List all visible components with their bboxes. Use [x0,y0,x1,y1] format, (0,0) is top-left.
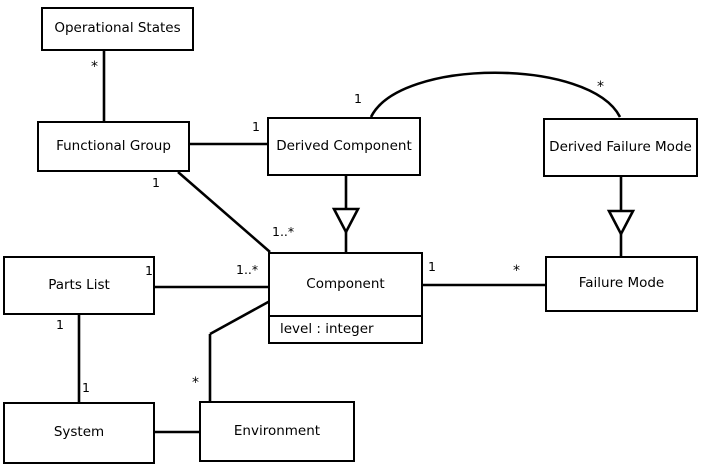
class-name-functional-group: Functional Group [56,137,171,154]
edge-derivedcomponent-derivedfailuremode-arc [369,71,622,118]
multiplicity-functionalgroup-derivedcomponent-one: 1 [252,119,260,134]
name-compartment: Derived Failure Mode [545,120,696,175]
class-name-environment: Environment [233,422,321,439]
multiplicity-component-failuremode-star: * [513,263,520,279]
edge-environment-component-diagonal [209,299,271,336]
name-compartment: Environment [201,403,353,460]
multiplicity-partslist-component-onestar: 1..* [236,262,259,277]
class-name-system: System [53,424,105,441]
class-box-derived-component[interactable]: Derived Component [267,117,421,176]
class-name-parts-list: Parts List [48,276,110,293]
class-box-functional-group[interactable]: Functional Group [37,121,190,172]
multiplicity-component-failuremode-one: 1 [428,259,436,274]
multiplicity-functionalgroup-diagonal-one: 1 [152,175,160,190]
class-name-failure-mode: Failure Mode [578,275,665,292]
name-compartment: Component [270,254,421,315]
name-compartment: Failure Mode [547,258,696,310]
class-name-component: Component [306,275,385,292]
class-name-operational-states: Operational States [54,20,181,37]
multiplicity-arc-derivedfailuremode-star: * [597,79,604,95]
class-box-parts-list[interactable]: Parts List [3,256,155,315]
attribute-compartment: level : integer [270,315,421,342]
name-compartment: Functional Group [39,123,188,170]
class-attribute-level: level : integer [280,320,374,337]
name-compartment: Operational States [43,9,192,49]
class-name-derived-failure-mode: Derived Failure Mode [549,138,692,155]
name-compartment: Parts List [5,258,153,313]
class-box-derived-failure-mode[interactable]: Derived Failure Mode [543,118,698,177]
edge-functionalgroup-component [177,171,271,253]
multiplicity-partslist-system-bottom-one: 1 [82,380,90,395]
name-compartment: Derived Component [269,119,419,174]
name-compartment: System [5,404,153,462]
multiplicity-partslist-one: 1 [145,263,153,278]
class-name-derived-component: Derived Component [276,137,412,154]
class-box-failure-mode[interactable]: Failure Mode [545,256,698,312]
hollow-triangle-icon-derivedfailuremode [606,209,636,237]
multiplicity-functionalgroup-component-onestar: 1..* [272,224,295,239]
class-box-system[interactable]: System [3,402,155,464]
multiplicity-opstates-star: * [91,59,98,75]
class-box-component[interactable]: Component level : integer [268,252,423,344]
multiplicity-arc-derivedcomponent-one: 1 [354,91,362,106]
multiplicity-partslist-system-top-one: 1 [56,317,64,332]
class-box-operational-states[interactable]: Operational States [41,7,194,51]
class-box-environment[interactable]: Environment [199,401,355,462]
multiplicity-environment-component-star: * [192,375,199,391]
hollow-triangle-icon-derivedcomponent [331,207,361,235]
